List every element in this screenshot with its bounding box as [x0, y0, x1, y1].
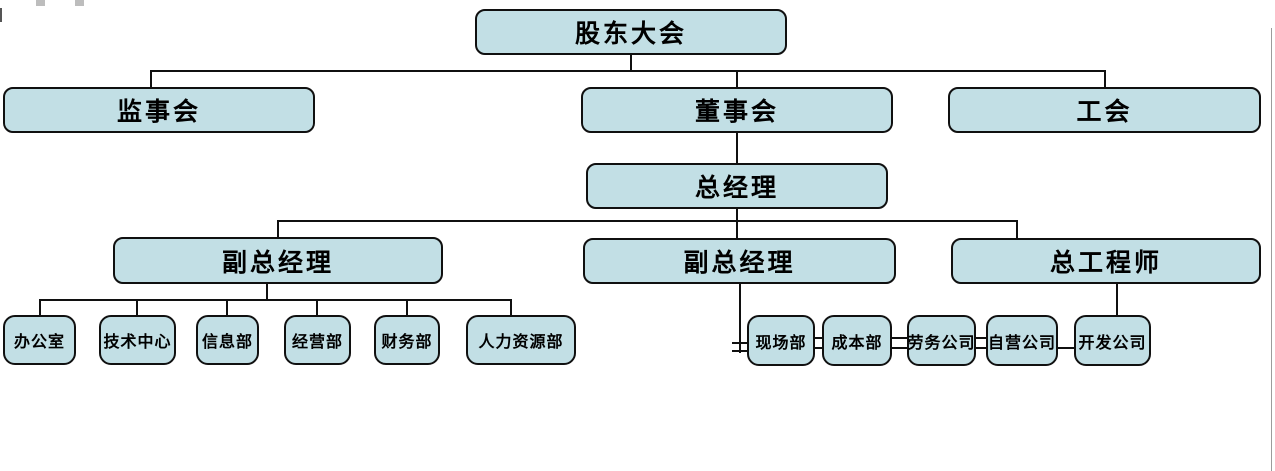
- node-site-dept[interactable]: 现场部: [747, 315, 815, 366]
- connector-to-site-dept-a: [732, 342, 748, 344]
- node-chief-engineer[interactable]: 总工程师: [951, 238, 1261, 284]
- node-office[interactable]: 办公室: [3, 315, 76, 365]
- connector-to-chief-engineer: [1016, 220, 1018, 239]
- node-shareholders-meeting[interactable]: 股东大会: [475, 9, 787, 55]
- connector-labor-selfop-a: [974, 337, 988, 339]
- connector-gm-down: [736, 209, 738, 239]
- page-edge-tick: [0, 8, 2, 22]
- connector-site-cost-b: [813, 347, 824, 349]
- node-hr-dept[interactable]: 人力资源部: [466, 315, 576, 365]
- node-operations-dept[interactable]: 经营部: [284, 315, 351, 365]
- connector-to-directors: [736, 70, 738, 88]
- node-self-operated-co[interactable]: 自营公司: [986, 315, 1058, 366]
- node-board-of-directors[interactable]: 董事会: [581, 87, 893, 133]
- connector-cost-labor-a: [890, 337, 909, 339]
- connector-shareholders-down: [630, 55, 632, 72]
- node-labor-service-co[interactable]: 劳务公司: [907, 315, 976, 366]
- connector-site-cost-a: [813, 337, 824, 339]
- connector-to-info-dept: [226, 299, 228, 315]
- connector-chief-to-dev: [1116, 284, 1118, 316]
- ruler-tick: [36, 0, 45, 6]
- connector-level4-bus: [277, 220, 1018, 222]
- node-cost-dept[interactable]: 成本部: [822, 315, 892, 366]
- connector-level2-bus: [150, 70, 1106, 72]
- connector-to-finance-dept: [406, 299, 408, 315]
- page-edge-line: [1271, 28, 1272, 471]
- connector-cost-labor-b: [890, 347, 909, 349]
- connector-deputy1-down: [266, 284, 268, 300]
- connector-to-supervisory: [150, 70, 152, 88]
- node-tech-center[interactable]: 技术中心: [99, 315, 176, 365]
- node-deputy-gm-2[interactable]: 副总经理: [583, 238, 896, 284]
- node-development-co[interactable]: 开发公司: [1074, 315, 1151, 366]
- node-info-dept[interactable]: 信息部: [196, 315, 259, 365]
- connector-selfop-dev: [1056, 347, 1076, 349]
- connector-to-site-dept-b: [732, 350, 748, 352]
- connector-dept-bus: [39, 299, 512, 301]
- node-labor-union[interactable]: 工会: [948, 87, 1261, 133]
- connector-to-deputy-gm-1: [277, 220, 279, 238]
- connector-to-hr-dept: [510, 299, 512, 315]
- connector-deputy2-down: [739, 284, 741, 353]
- node-deputy-gm-1[interactable]: 副总经理: [113, 237, 443, 284]
- node-finance-dept[interactable]: 财务部: [374, 315, 440, 365]
- connector-directors-to-gm: [736, 133, 738, 164]
- connector-to-union: [1104, 70, 1106, 88]
- connector-to-tech-center: [136, 299, 138, 315]
- node-general-manager[interactable]: 总经理: [586, 163, 888, 209]
- connector-labor-selfop-b: [974, 347, 988, 349]
- connector-to-operations-dept: [316, 299, 318, 315]
- node-supervisory-board[interactable]: 监事会: [3, 87, 315, 133]
- ruler-tick: [75, 0, 84, 6]
- connector-to-office: [39, 299, 41, 315]
